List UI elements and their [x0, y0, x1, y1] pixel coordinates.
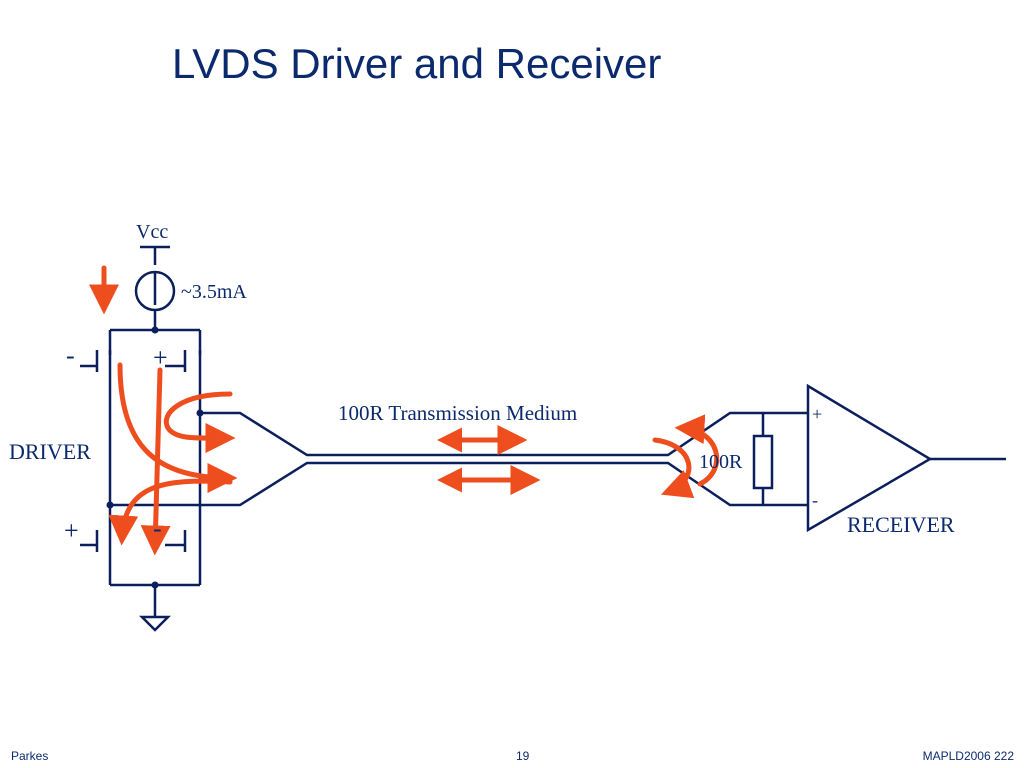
- upper-line: [200, 411, 808, 457]
- footer-page-number: 19: [516, 749, 530, 763]
- vcc-label: Vcc: [136, 221, 168, 243]
- termination-label: 100R: [699, 451, 743, 473]
- receiver-current-arrow-left: [652, 437, 695, 499]
- receiver-minus-label: -: [812, 490, 818, 510]
- current-label: ~3.5mA: [181, 281, 247, 303]
- bottom-sources: [108, 552, 202, 585]
- current-flow-arrows: [89, 265, 720, 556]
- upper-output-current-arrow: [163, 391, 236, 454]
- bottom-transistors: [95, 530, 202, 552]
- center-down-current-arrow: [140, 367, 171, 556]
- lower-line: [200, 461, 808, 507]
- receiver-triangle: [806, 383, 933, 533]
- junction-dots: [106, 326, 204, 589]
- receiver-current-arrow-right: [674, 414, 720, 487]
- bottom-right-polarity: -: [153, 514, 162, 543]
- bottom-left-polarity: +: [64, 516, 79, 545]
- termination-resistor: [752, 434, 774, 490]
- footer-author: Parkes: [11, 749, 49, 763]
- slide-title: LVDS Driver and Receiver: [172, 40, 662, 87]
- receiver-label: RECEIVER: [847, 512, 955, 537]
- top-left-polarity: -: [66, 341, 75, 370]
- ground-symbol: [138, 615, 172, 632]
- footer-event: MAPLD2006 222: [922, 749, 1014, 763]
- receiver-plus-label: +: [812, 404, 822, 424]
- return-current-arrow: [108, 478, 233, 546]
- left-to-right-current-arrow: [117, 362, 238, 493]
- circuit-wiring: [80, 245, 1006, 632]
- top-right-polarity: +: [153, 343, 168, 372]
- medium-label: 100R Transmission Medium: [338, 401, 577, 425]
- driver-label: DRIVER: [9, 439, 91, 464]
- top-transistors: [95, 350, 202, 372]
